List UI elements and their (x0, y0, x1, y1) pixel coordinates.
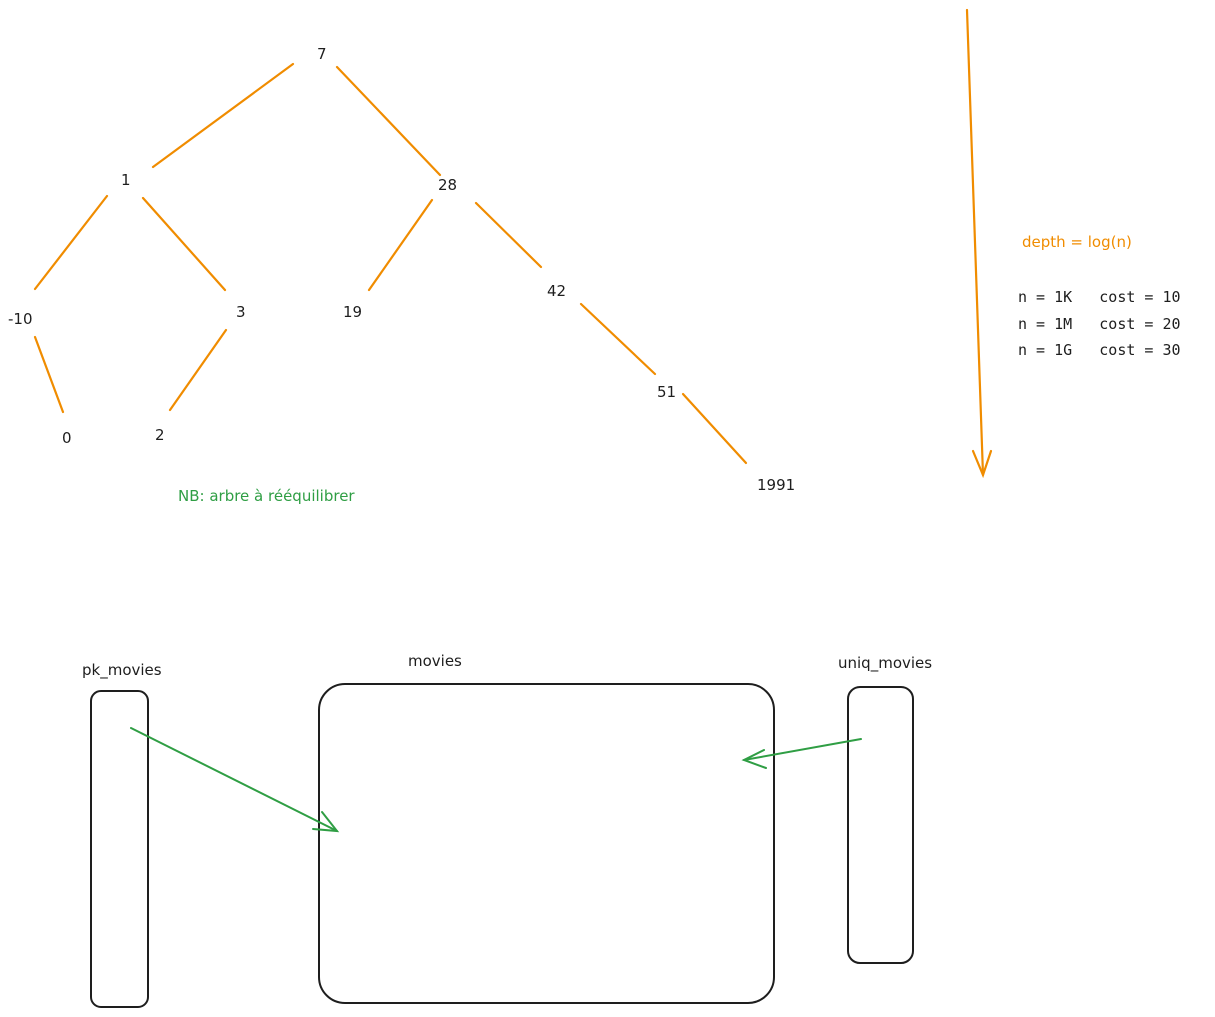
uniq-arrow-shaft (743, 738, 862, 761)
node-28: 28 (438, 176, 457, 194)
node-0: 0 (62, 429, 72, 447)
edge-3-2 (168, 328, 228, 412)
uniq-movies-box (847, 686, 914, 964)
edge-1-3 (141, 196, 227, 292)
pk-arrow-shaft (130, 727, 338, 832)
movies-label: movies (408, 652, 462, 670)
depth-formula: depth = log(n) (1022, 233, 1132, 251)
edge-42-51 (579, 302, 657, 376)
edge-minus10-0 (33, 335, 65, 414)
node-7: 7 (317, 45, 327, 63)
cost-line-1m: n = 1M cost = 20 (1018, 315, 1181, 333)
node-minus10: -10 (8, 310, 33, 328)
depth-arrow (965, 8, 993, 479)
node-1991: 1991 (757, 476, 795, 494)
rebalance-note: NB: arbre à rééquilibrer (178, 487, 355, 505)
pk-arrow-head (312, 811, 340, 833)
node-51: 51 (657, 383, 676, 401)
node-2: 2 (155, 426, 165, 444)
tree-nodes: 7 1 28 -10 3 19 42 0 2 51 1991 (8, 45, 795, 494)
node-19: 19 (343, 303, 362, 321)
pk-movies-label: pk_movies (82, 661, 162, 680)
cost-line-1g: n = 1G cost = 30 (1018, 341, 1181, 359)
uniq-movies-label: uniq_movies (838, 654, 932, 673)
depth-arrow-shaft (965, 8, 985, 477)
node-1: 1 (121, 171, 131, 189)
cost-table: n = 1K cost = 10 n = 1M cost = 20 n = 1G… (1018, 288, 1181, 359)
node-3: 3 (236, 303, 246, 321)
edge-7-28 (335, 65, 442, 177)
pk-to-movies-arrow (130, 727, 340, 833)
pk-movies-box (90, 690, 149, 1008)
uniq-to-movies-arrow (741, 738, 862, 769)
node-42: 42 (547, 282, 566, 300)
uniq-arrow-head (741, 749, 767, 769)
edge-28-19 (367, 198, 434, 292)
depth-arrow-head (971, 449, 993, 479)
movies-box (318, 683, 775, 1004)
edge-28-42 (474, 201, 543, 269)
edge-1-minus10 (33, 194, 109, 291)
tree-edges (33, 62, 748, 465)
edge-7-1 (151, 62, 295, 169)
cost-line-1k: n = 1K cost = 10 (1018, 288, 1181, 306)
edge-51-1991 (681, 392, 748, 465)
